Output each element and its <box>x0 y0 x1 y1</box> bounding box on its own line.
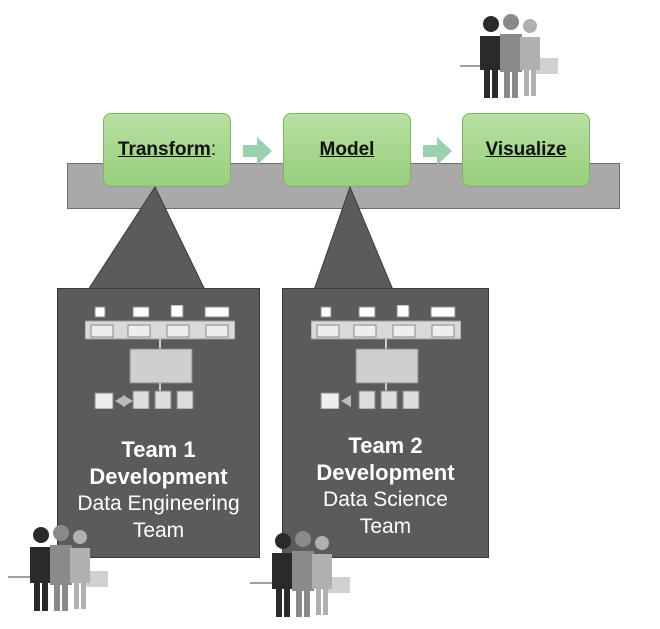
people-group-icon <box>460 14 558 98</box>
team-1-card: Team 1 Development Data Engineering Team <box>57 288 260 558</box>
people-group-icon <box>250 531 350 617</box>
team-1-title-line1: Team 1 <box>121 437 196 462</box>
stage-visualize: Visualize <box>462 113 590 187</box>
right-arrow-icon <box>243 137 272 165</box>
team-1-name-line2: Team <box>132 519 185 542</box>
stage-transform-label: Transform <box>117 139 211 160</box>
team-1-title-line2: Development <box>89 464 228 489</box>
team-2-name-line2: Team <box>359 515 412 538</box>
stage-transform-suffix: : <box>210 139 217 160</box>
team-2-text: Team 2 Development Data Science Team <box>283 432 488 540</box>
team-2-card: Team 2 Development Data Science Team <box>282 288 489 558</box>
workflow-diagram-icon <box>85 305 235 409</box>
team-2-title-line1: Team 2 <box>348 433 423 458</box>
team-2-title-line2: Development <box>316 460 455 485</box>
stage-transform: Transform: <box>103 113 231 187</box>
stage-model-label: Model <box>319 139 375 160</box>
workflow-diagram-icon <box>311 305 461 409</box>
team-1-text: Team 1 Development Data Engineering Team <box>58 436 259 544</box>
team-1-name-line1: Data Engineering <box>77 492 240 515</box>
stage-model: Model <box>283 113 411 187</box>
team-2-name-line1: Data Science <box>323 488 448 511</box>
right-arrow-icon <box>423 137 452 165</box>
people-group-icon <box>8 525 108 611</box>
stage-visualize-label: Visualize <box>485 139 567 160</box>
